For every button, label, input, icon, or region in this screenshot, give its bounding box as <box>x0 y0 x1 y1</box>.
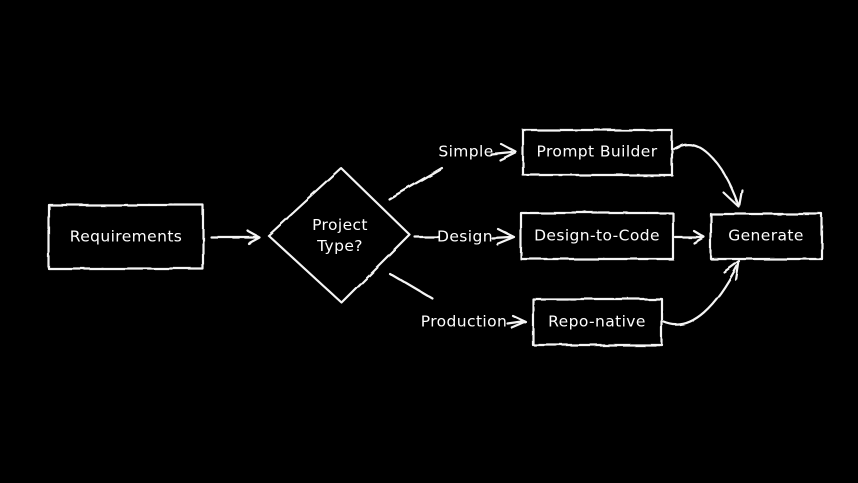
node-design-to-code-label: Design-to-Code <box>534 226 660 245</box>
edge-prompt-builder-generate-arrowhead <box>722 188 744 209</box>
node-requirements-box <box>47 203 205 271</box>
edge-design-label: Design <box>437 227 493 246</box>
node-prompt-builder-box <box>521 128 674 177</box>
edge-repo-native-generate-curve <box>662 264 739 326</box>
edge-requirements-project-type-arrowhead <box>246 229 261 245</box>
node-prompt-builder-label: Prompt Builder <box>536 142 658 161</box>
edge-simple-line <box>387 166 444 201</box>
node-generate-label: Generate <box>728 226 804 245</box>
node-requirements-label: Requirements <box>69 227 183 246</box>
node-design-to-code-box <box>519 211 675 261</box>
edge-prompt-builder-generate-curve <box>672 143 740 206</box>
edge-repo-native-generate-arrowhead <box>722 259 741 282</box>
node-project-type-diamond <box>266 166 412 305</box>
edge-simple-arrow-shaft <box>489 150 514 156</box>
node-generate-box <box>709 212 824 261</box>
edge-design-arrowhead <box>495 227 516 246</box>
edge-production-line <box>387 271 435 301</box>
edge-simple-arrowhead <box>498 142 518 162</box>
edge-design-arrow-shaft <box>490 235 512 240</box>
edge-simple-label: Simple <box>438 142 494 161</box>
node-project-type-label: Project Type? <box>312 216 368 255</box>
edge-production-label: Production <box>420 312 508 331</box>
edge-production-arrow-shaft <box>506 320 524 326</box>
edge-design-to-code-generate-arrowhead <box>692 229 706 245</box>
edge-production-arrowhead <box>510 314 528 330</box>
node-repo-native-label: Repo-native <box>548 312 646 331</box>
node-repo-native-box <box>531 297 664 347</box>
